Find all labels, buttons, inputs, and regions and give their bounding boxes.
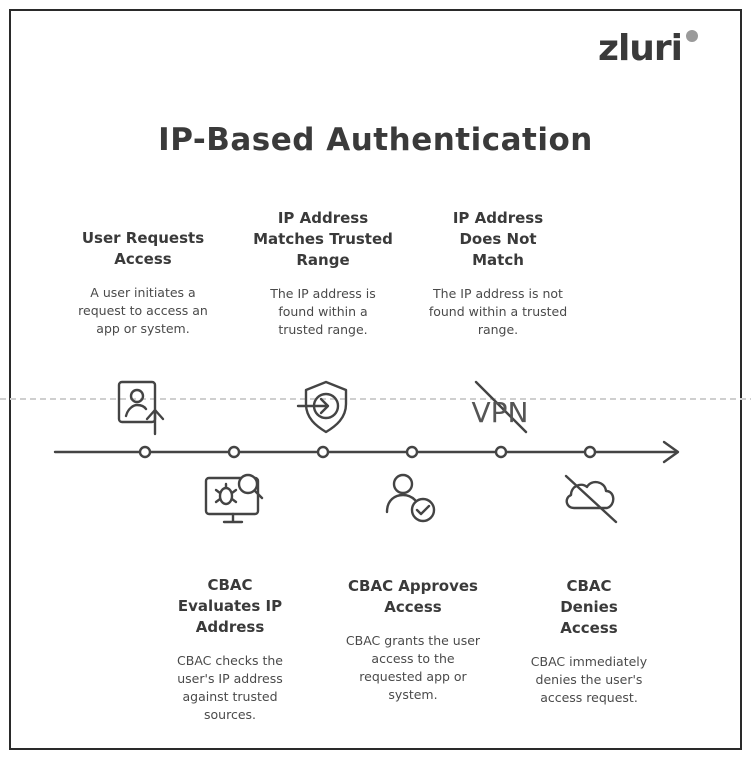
step-ip-does-not-match: IP Address Does Not Match The IP address… (428, 208, 568, 339)
step-ip-matches: IP Address Matches Trusted Range The IP … (250, 208, 396, 339)
step-description: A user initiates a request to access an … (78, 285, 208, 336)
user-check-icon (385, 473, 436, 523)
diagram-frame (9, 9, 742, 750)
logo-dot-icon (686, 30, 698, 42)
user-upload-icon (117, 380, 165, 436)
step-cbac-evaluates: CBAC Evaluates IP Address CBAC checks th… (160, 575, 300, 724)
brand-logo: zluri (598, 28, 683, 69)
step-cbac-denies: CBAC Denies Access CBAC immediately deni… (516, 576, 662, 707)
step-title: CBAC Evaluates IP Address (177, 576, 283, 636)
step-cbac-approves: CBAC Approves Access CBAC grants the use… (338, 576, 488, 704)
diagram-title: IP-Based Authentication (158, 122, 593, 158)
step-title: IP Address Matches Trusted Range (253, 209, 393, 269)
step-description: CBAC immediately denies the user's acces… (530, 654, 648, 705)
step-description: The IP address is found within a trusted… (270, 286, 376, 337)
step-title: CBAC Denies Access (560, 577, 618, 637)
monitor-bug-search-icon (204, 473, 264, 524)
vpn-icon-text: VPN (472, 396, 529, 429)
step-description: CBAC checks the user's IP address agains… (177, 653, 283, 722)
dashed-divider (0, 398, 751, 400)
step-description: CBAC grants the user access to the reque… (345, 633, 481, 702)
step-description: The IP address is not found within a tru… (428, 286, 568, 337)
shield-enter-icon (296, 380, 348, 434)
step-user-requests-access: User Requests Access A user initiates a … (68, 228, 218, 338)
step-title: IP Address Does Not Match (452, 209, 544, 269)
step-title: User Requests Access (81, 229, 205, 268)
cloud-off-icon (564, 474, 618, 524)
step-title: CBAC Approves Access (348, 577, 478, 616)
vpn-off-icon: VPN (472, 380, 529, 434)
